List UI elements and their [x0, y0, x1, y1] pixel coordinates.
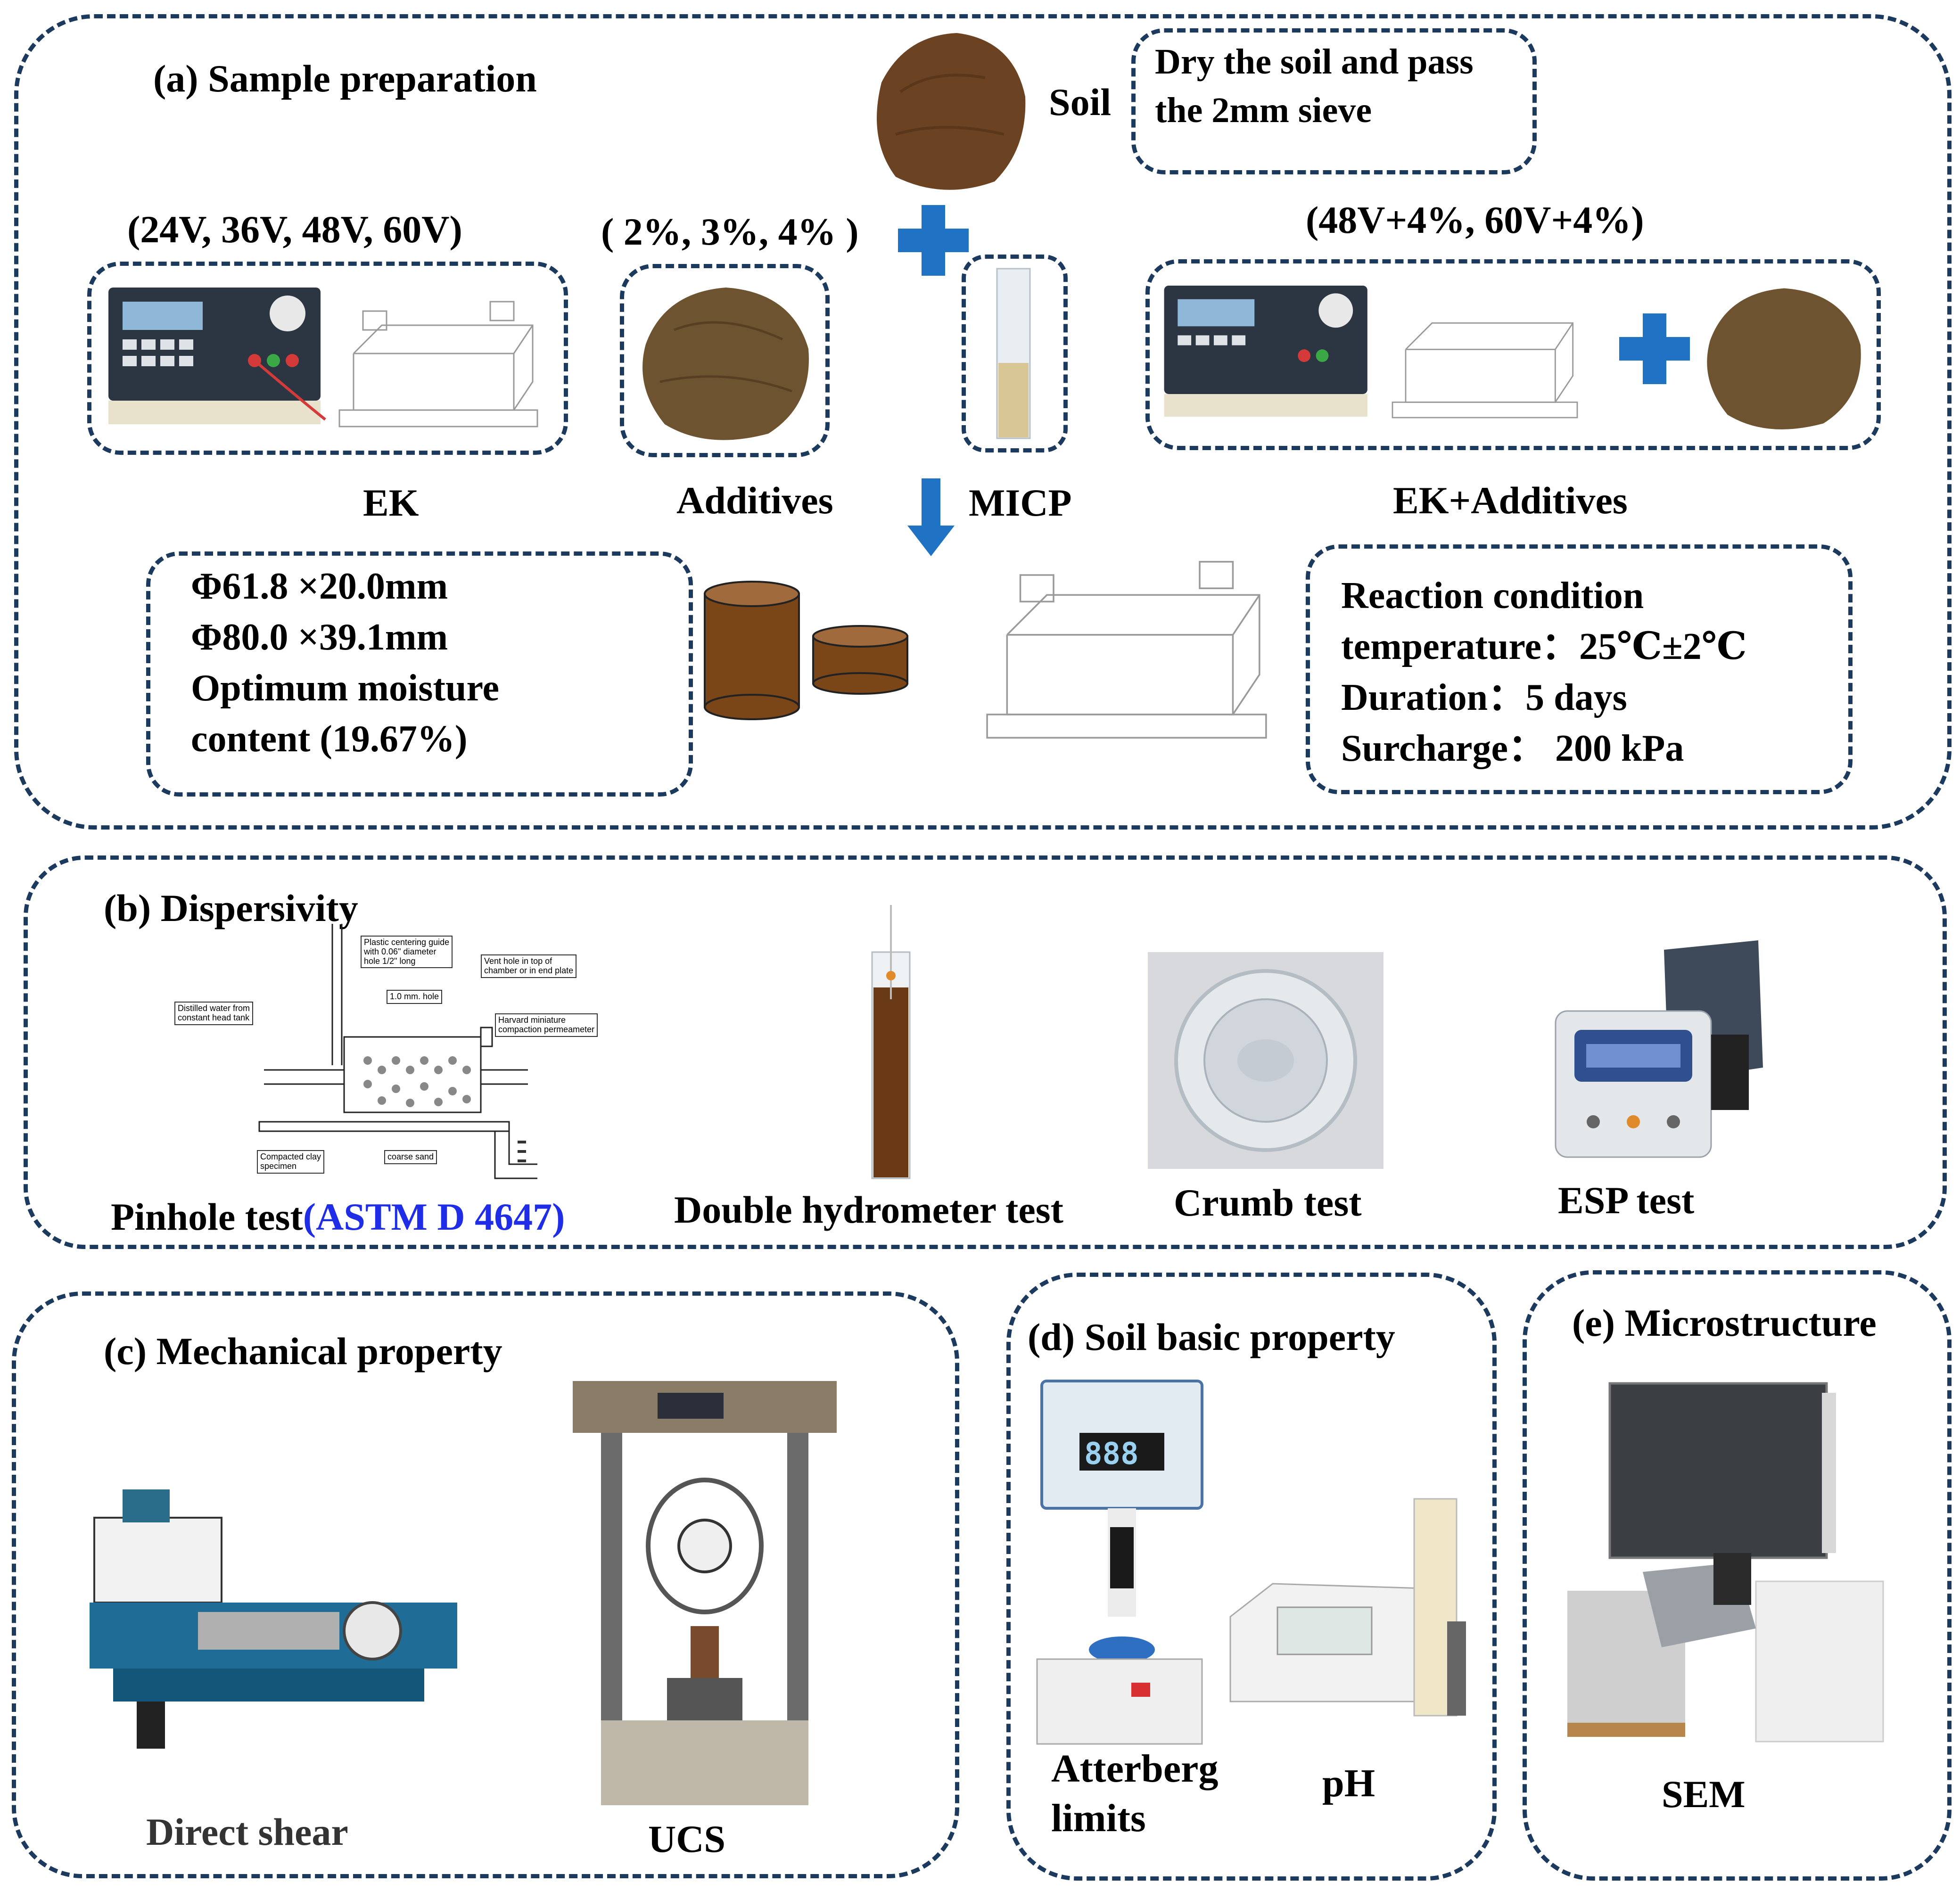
specimen-spec: Φ61.8 ×20.0mm Φ80.0 ×39.1mm Optimum mois… [191, 566, 500, 760]
additives-box [620, 264, 830, 457]
ucs-machine-image [573, 1381, 837, 1805]
atterberg-device-image [1036, 1380, 1203, 1745]
atterberg-label: Atterberg limits [1051, 1747, 1219, 1840]
display-readout: 888 [1084, 1437, 1139, 1472]
power-supply-icon [108, 288, 326, 424]
reaction-spec-box [1306, 544, 1853, 794]
panel-e-title: (e) Microstructure [1572, 1301, 1877, 1344]
ucs-label: UCS [648, 1817, 726, 1860]
panel-a-title: (a) Sample preparation [153, 57, 537, 100]
callout-vent-hole: Vent hole in top of chamber or in end pl… [481, 954, 577, 978]
crumb-test-label: Crumb test [1174, 1181, 1362, 1224]
pinhole-test-name: Pinhole test [111, 1195, 303, 1238]
callout-coarse-sand: coarse sand [384, 1150, 437, 1164]
dry-sieve-note-box [1131, 28, 1537, 174]
additive-percentages: ( 2%, 3%, 4% ) [601, 210, 859, 253]
callout-distilled-water: Distilled water from constant head tank [174, 1002, 254, 1025]
pinhole-apparatus-diagram [258, 924, 537, 1179]
direct-shear-label: Direct shear [146, 1810, 348, 1853]
reaction-cell-icon [986, 561, 1267, 739]
callout-clay-specimen: Compacted clay specimen [257, 1150, 325, 1174]
panel-c-title: (c) Mechanical property [104, 1330, 502, 1373]
hydrometer-cylinder-image [871, 905, 911, 1179]
esp-test-label: ESP test [1558, 1179, 1695, 1222]
ek-box [87, 262, 568, 455]
ek-additives-label: EK+Additives [1393, 479, 1628, 522]
soil-label: Soil [1049, 81, 1112, 123]
plus-icon [898, 205, 969, 276]
ph-meter-image [1229, 1498, 1466, 1717]
combo-ek-cell-icon [1392, 322, 1578, 419]
ek-additives-box [1145, 259, 1881, 450]
combo-plus-icon [1619, 313, 1690, 384]
panel-dispersivity [24, 855, 1947, 1249]
combo-conditions: (48V+4%, 60V+4%) [1306, 198, 1644, 241]
panel-d-title: (d) Soil basic property [1028, 1315, 1395, 1358]
soil-sample-image [877, 33, 1026, 190]
additives-label: Additives [676, 479, 833, 522]
combo-power-supply-icon [1164, 286, 1367, 417]
micp-label: MICP [969, 481, 1072, 524]
dry-sieve-note: Dry the soil and pass the 2mm sieve [1155, 42, 1474, 130]
panel-b-title: (b) Dispersivity [104, 887, 358, 929]
panel-mechanical-property [12, 1291, 959, 1878]
reaction-spec: Reaction condition temperature：25℃±2℃ Du… [1341, 575, 1747, 769]
combo-soil-image [1707, 288, 1861, 429]
direct-shear-apparatus-image [90, 1489, 457, 1749]
callout-permeameter: Harvard miniature compaction permeameter [495, 1013, 598, 1037]
specimen-cylinders-icon [704, 581, 908, 720]
crumb-test-image [1148, 952, 1384, 1169]
panel-microstructure [1523, 1270, 1952, 1881]
esp-meter-image [1555, 940, 1763, 1158]
ek-label: EK [363, 481, 419, 524]
micp-box [962, 255, 1068, 452]
callout-centering-guide: Plastic centering guide with 0.06" diame… [361, 936, 453, 969]
down-arrow-icon [907, 478, 955, 556]
sem-instrument-image [1567, 1382, 1884, 1743]
double-hydrometer-label: Double hydrometer test [674, 1188, 1063, 1231]
additive-soil-image [642, 288, 809, 440]
ph-label: pH [1322, 1761, 1375, 1805]
specimen-spec-box [146, 551, 693, 797]
callout-hole: 1.0 mm. hole [387, 990, 443, 1004]
pinhole-test-label: Pinhole test(ASTM D 4647) [111, 1195, 565, 1239]
panel-soil-basic-property [1006, 1273, 1497, 1881]
ek-cell-icon [338, 301, 538, 428]
micp-tube-image [996, 268, 1031, 439]
astm-standard-link[interactable]: (ASTM D 4647) [303, 1195, 565, 1238]
sem-label: SEM [1662, 1773, 1746, 1816]
panel-sample-preparation [14, 14, 1952, 830]
ek-voltages: (24V, 36V, 48V, 60V) [127, 208, 462, 251]
